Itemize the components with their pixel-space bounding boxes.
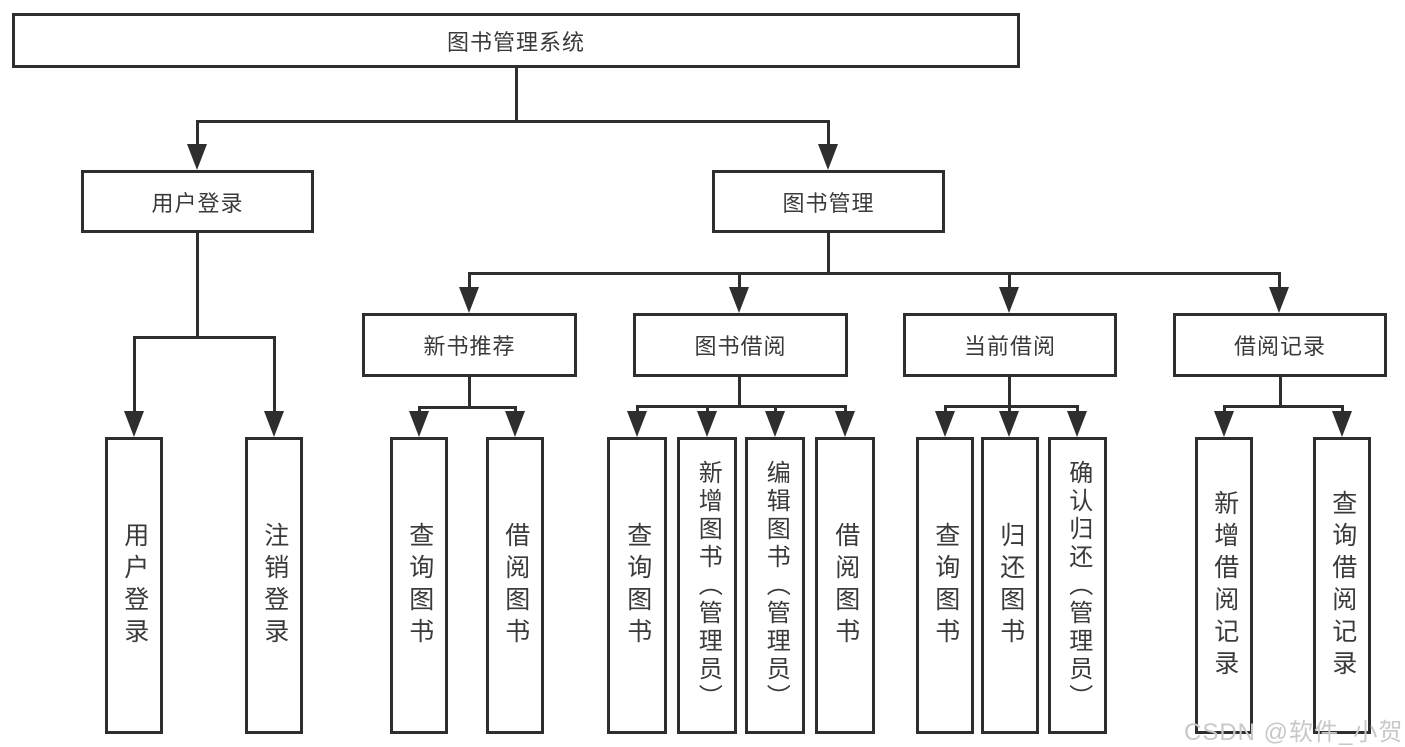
connector-userlogin-drop-1 — [133, 336, 136, 413]
arrowhead-cb-confirm — [1067, 411, 1087, 437]
connector-bookmgmt-rail — [468, 272, 1281, 275]
connector-newbook-rail — [418, 406, 517, 409]
leaf-br-query-record: 查询借阅记录 — [1313, 437, 1371, 734]
connector-bookborrow-drop-2 — [706, 405, 709, 413]
connector-currentborrow-drop-1 — [944, 405, 947, 413]
csdn-watermark: CSDN @软件_小贺同学 — [1184, 719, 1405, 746]
connector-bookmgmt-drop-1 — [468, 272, 471, 290]
arrowhead-cb-return — [999, 411, 1019, 437]
leaf-nb-query-books-label: 查询图书 — [405, 521, 434, 650]
connector-bookborrow-rail — [636, 405, 847, 408]
leaf-cb-return-books: 归还图书 — [981, 437, 1039, 734]
leaf-br-add-record-label: 新增借阅记录 — [1210, 489, 1239, 682]
leaf-bb-query-books-label: 查询图书 — [623, 521, 652, 650]
leaf-logout: 注销登录 — [245, 437, 303, 734]
connector-bookborrow-drop-3 — [774, 405, 777, 413]
node-book-borrowing: 图书借阅 — [633, 313, 848, 377]
leaf-cb-confirm-return-admin-label: 确认归还（管理员） — [1064, 459, 1092, 712]
node-new-book-recommendation-label: 新书推荐 — [423, 334, 516, 359]
leaf-bb-add-books-admin: 新增图书（管理员） — [677, 437, 737, 734]
arrowhead-bb-add — [697, 411, 717, 437]
arrowhead-leaf-user-login — [124, 411, 144, 437]
leaf-nb-borrow-books-label: 借阅图书 — [501, 521, 530, 650]
connector-newbook-drop-1 — [418, 406, 421, 414]
connector-borrowrecord-rail — [1223, 405, 1344, 408]
leaf-cb-confirm-return-admin: 确认归还（管理员） — [1048, 437, 1107, 734]
node-borrowing-records: 借阅记录 — [1173, 313, 1387, 377]
connector-userlogin-stem — [196, 233, 199, 336]
arrowhead-bb-query — [627, 411, 647, 437]
leaf-br-query-record-label: 查询借阅记录 — [1328, 489, 1357, 682]
node-borrowing-records-label: 借阅记录 — [1233, 334, 1326, 359]
leaf-cb-query-books-label: 查询图书 — [931, 521, 960, 650]
arrowhead-leaf-logout — [264, 411, 284, 437]
arrowhead-book-management — [818, 144, 838, 170]
arrowhead-bb-borrow — [835, 411, 855, 437]
arrowhead-current-borrow — [999, 287, 1019, 313]
node-current-borrowing: 当前借阅 — [903, 313, 1117, 377]
connector-bookmgmt-drop-2 — [738, 272, 741, 290]
connector-currentborrow-drop-2 — [1008, 405, 1011, 413]
arrowhead-book-borrow — [729, 287, 749, 313]
node-library-system-label: 图书管理系统 — [446, 29, 585, 55]
arrowhead-br-add — [1214, 411, 1234, 437]
arrowhead-bb-edit — [765, 411, 785, 437]
arrowhead-borrow-record — [1269, 287, 1289, 313]
arrowhead-cb-query — [935, 411, 955, 437]
arrowhead-br-query — [1332, 411, 1352, 437]
connector-root-rail — [196, 120, 830, 123]
leaf-bb-borrow-books-label: 借阅图书 — [831, 521, 860, 650]
leaf-cb-return-books-label: 归还图书 — [996, 521, 1025, 650]
arrowhead-nb-query — [409, 411, 429, 437]
leaf-nb-borrow-books: 借阅图书 — [486, 437, 544, 734]
connector-root-drop-left — [196, 120, 199, 146]
connector-userlogin-drop-2 — [273, 336, 276, 413]
leaf-user-login: 用户登录 — [105, 437, 163, 734]
connector-currentborrow-drop-3 — [1076, 405, 1079, 413]
leaf-bb-edit-books-admin-label: 编辑图书（管理员） — [762, 459, 790, 712]
connector-currentborrow-rail — [944, 405, 1079, 408]
connector-bookborrow-stem — [738, 377, 741, 405]
leaf-cb-query-books: 查询图书 — [916, 437, 974, 734]
connector-currentborrow-stem — [1008, 377, 1011, 405]
node-book-management: 图书管理 — [712, 170, 945, 233]
connector-bookborrow-drop-4 — [844, 405, 847, 413]
node-book-borrowing-label: 图书借阅 — [694, 334, 787, 359]
connector-root-stem — [515, 68, 518, 120]
leaf-bb-add-books-admin-label: 新增图书（管理员） — [694, 459, 722, 712]
connector-bookmgmt-stem — [827, 233, 830, 272]
connector-bookmgmt-drop-4 — [1278, 272, 1281, 290]
connector-newbook-stem — [468, 377, 471, 406]
connector-borrowrecord-stem — [1279, 377, 1282, 405]
node-book-management-label: 图书管理 — [782, 190, 875, 216]
leaf-logout-label: 注销登录 — [260, 521, 289, 650]
connector-bookmgmt-drop-3 — [1008, 272, 1011, 290]
node-current-borrowing-label: 当前借阅 — [963, 334, 1056, 359]
connector-borrowrecord-drop-1 — [1223, 405, 1226, 413]
arrowhead-user-login — [187, 144, 207, 170]
leaf-user-login-label: 用户登录 — [120, 521, 149, 650]
leaf-br-add-record: 新增借阅记录 — [1195, 437, 1253, 734]
leaf-bb-borrow-books: 借阅图书 — [815, 437, 875, 734]
arrowhead-new-book-rec — [459, 287, 479, 313]
leaf-nb-query-books: 查询图书 — [390, 437, 448, 734]
connector-newbook-drop-2 — [514, 406, 517, 414]
node-library-system: 图书管理系统 — [12, 13, 1020, 68]
connector-userlogin-rail — [133, 336, 276, 339]
arrowhead-nb-borrow — [505, 411, 525, 437]
node-user-login-label: 用户登录 — [151, 190, 244, 216]
connector-borrowrecord-drop-2 — [1341, 405, 1344, 413]
connector-bookborrow-drop-1 — [636, 405, 639, 413]
leaf-bb-edit-books-admin: 编辑图书（管理员） — [745, 437, 805, 734]
leaf-bb-query-books: 查询图书 — [607, 437, 667, 734]
node-user-login: 用户登录 — [81, 170, 314, 233]
connector-root-drop-right — [827, 120, 830, 146]
node-new-book-recommendation: 新书推荐 — [362, 313, 577, 377]
